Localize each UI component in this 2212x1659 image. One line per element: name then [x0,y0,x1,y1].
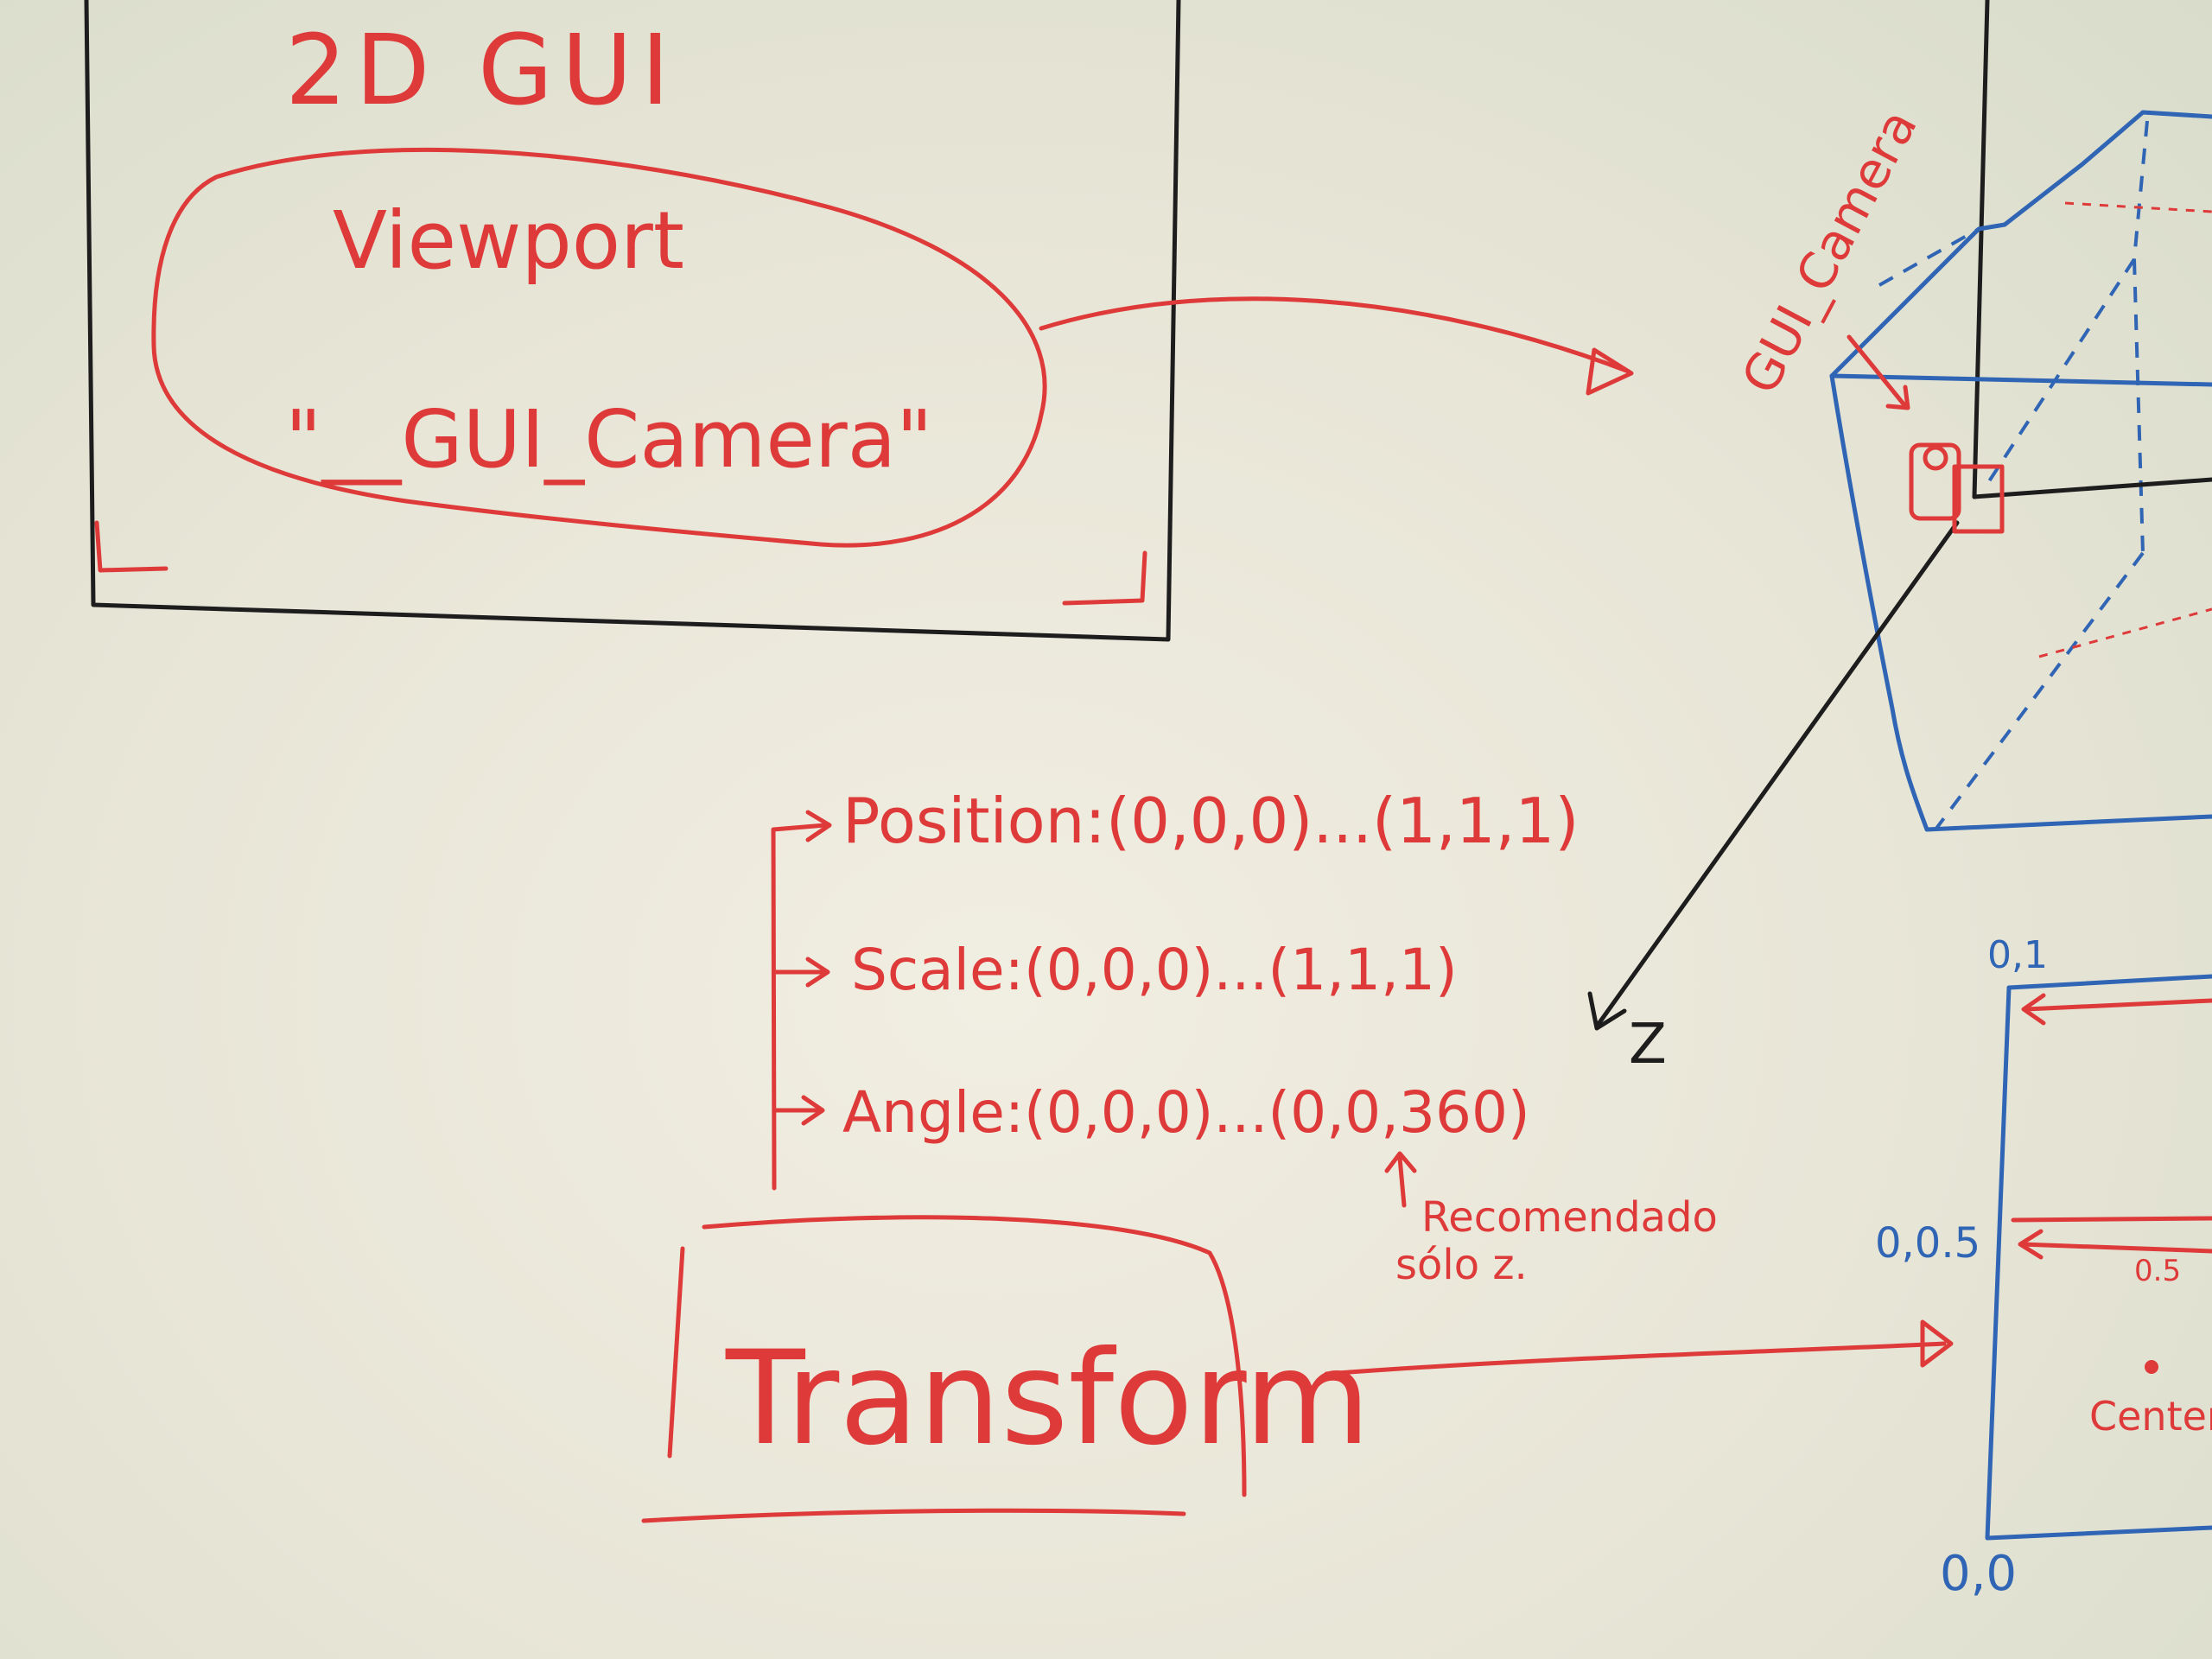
property-bracket [771,823,828,1191]
frustum-red-dash-1 [2064,201,2212,213]
center-dot [2145,1360,2158,1374]
note-line-1: Recomendado [1421,1193,1718,1242]
viewport-to-camera-arrow [1039,296,1634,396]
coord-top-left: 0,1 [1987,933,2048,977]
note-line-2: sólo z. [1395,1241,1528,1289]
note-arrow [1384,1151,1417,1208]
viewport-outline [151,147,1047,548]
screen-frame [1985,974,2212,1541]
scale-arrow [772,957,830,988]
frustum-edge-front [1829,373,2212,387]
axis-z-arrowhead [1587,991,1627,1031]
corner-mark-bottom-left [94,520,168,573]
scale-range: (0,0,0)...(1,1,1) [1024,937,1458,1003]
axis-x-line [1972,477,2212,499]
center-label: Center [2089,1393,2212,1440]
frustum-dash-4 [1934,551,2145,831]
frustum-dash-3 [2133,258,2145,554]
transform-to-screen-arrow [1324,1319,1954,1376]
frustum-dash-1 [2133,120,2149,260]
axis-y-line [1972,0,1990,499]
viewport-label: Viewport [333,194,684,287]
transform-title: Transform [725,1324,1370,1474]
frustum-red-dash-2 [2038,607,2212,658]
coord-bottom-left: 0,0 [1940,1546,2017,1602]
angle-arrow [772,1095,825,1126]
corner-mark-bottom-right [1062,550,1147,606]
mid-line [2011,1216,2212,1223]
gui-panel-border [84,0,1181,642]
transform-box: Transform [641,1215,1370,1523]
scale-label: Scale: [851,937,1024,1003]
angle-range: (0,0,0)...(0,0,360) [1024,1079,1530,1146]
transform-properties: Position: (0,0,0)...(1,1,1) Scale: (0,0,… [771,785,1718,1289]
position-arrowhead [805,810,832,842]
axis-z-label: Z [1629,1013,1667,1077]
camera-icon [1909,442,2005,534]
position-label: Position: [842,785,1106,857]
position-range: (0,0,0)...(1,1,1) [1106,785,1579,857]
gui-panel-title: 2D GUI [285,15,678,127]
coord-mid-left: 0,0.5 [1875,1219,1980,1268]
frustum-dash-5 [1878,227,1980,287]
angle-label: Angle: [842,1079,1024,1146]
frustum-side [1829,373,2212,832]
mid-value: 0.5 [2134,1254,2181,1288]
frustum-dash-2 [1986,257,2136,486]
gui-panel: 2D GUI Viewport "__GUI_Camera" [84,0,1181,642]
viewport-camera-name: "__GUI_Camera" [285,393,932,486]
top-arrow [2021,993,2212,1026]
axis-z-line [1596,520,1960,1027]
camera-pointer-arrow [1847,334,1908,409]
frustum-near-plane [1829,110,2212,378]
mid-arrow [2018,1229,2212,1260]
transform-box-outline [667,1215,1247,1497]
camera-label: GUI_Camera [1730,100,1929,404]
camera-pointer-head [1885,385,1910,410]
transform-box-underline [641,1508,1186,1523]
screen-coordinates: 0,1 0,0.5 0,0 0.5 Center [1875,933,2212,1602]
camera-frustum: Z GUI_Camera [1587,0,2212,1077]
